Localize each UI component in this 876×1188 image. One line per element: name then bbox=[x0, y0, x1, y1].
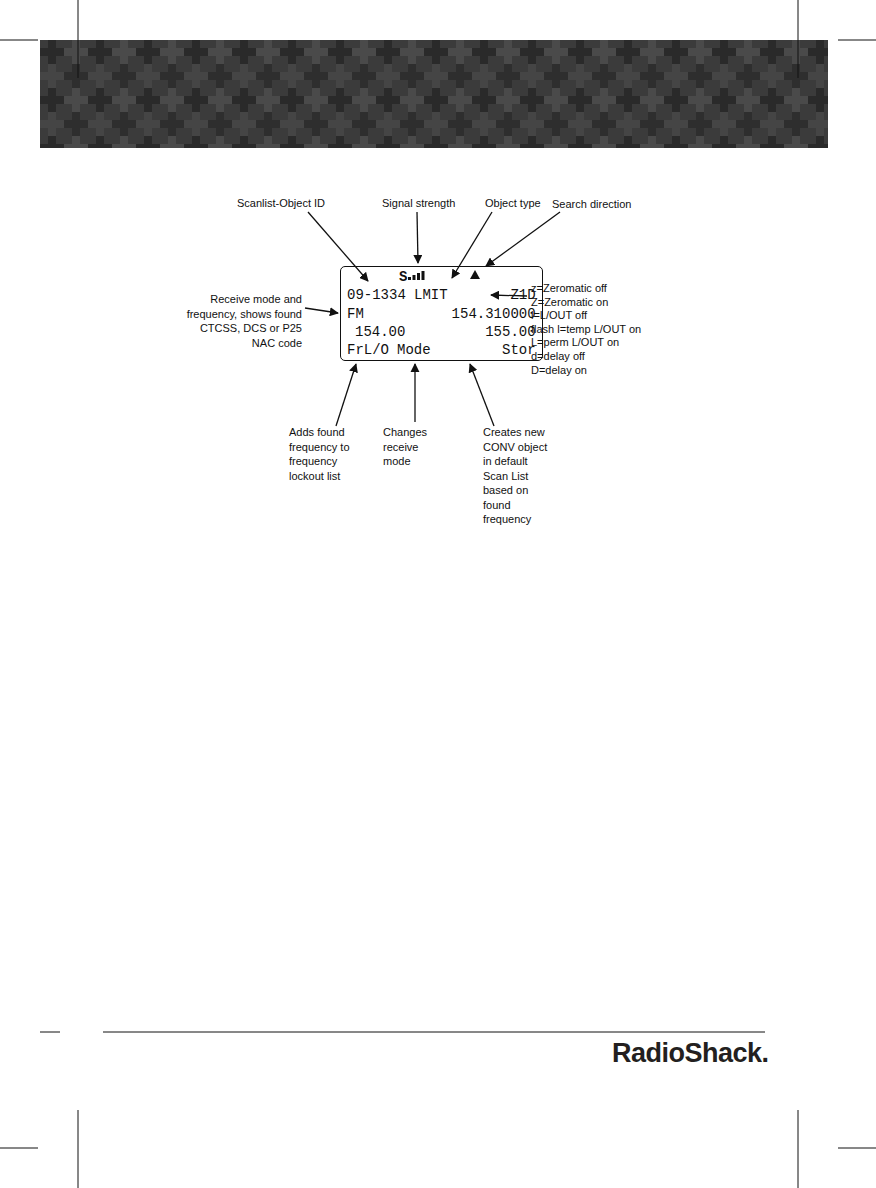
display-text: Mode bbox=[397, 342, 431, 358]
footer-rule bbox=[103, 1032, 765, 1033]
rule-stub bbox=[40, 1032, 60, 1033]
callout-label: z=Zeromatic off bbox=[531, 281, 607, 296]
brand-logo: RadioShack. bbox=[612, 1038, 769, 1069]
callout-label: Adds found frequency to frequency lockou… bbox=[289, 425, 361, 483]
direction-triangle bbox=[470, 270, 480, 279]
callout-label: L=perm L/OUT on bbox=[531, 335, 619, 350]
display-text: FM bbox=[347, 306, 364, 322]
callout-label: Creates new CONV object in default Scan … bbox=[483, 425, 553, 527]
signal-bar bbox=[408, 277, 411, 280]
display-text: S bbox=[399, 269, 407, 285]
callout-label: Object type bbox=[485, 196, 541, 211]
display-text: 154.00 bbox=[355, 324, 405, 340]
callout-label: Receive mode and frequency, shows found … bbox=[184, 292, 302, 350]
display-text: 09-1334 bbox=[347, 287, 406, 303]
callout-label: Search direction bbox=[552, 197, 632, 212]
callout-label: Scanlist-Object ID bbox=[237, 196, 325, 211]
leader-lines bbox=[305, 212, 560, 426]
callout-label: flash l=temp L/OUT on bbox=[531, 322, 641, 337]
callout-label: Changes receive mode bbox=[383, 425, 433, 469]
display-text: LMIT bbox=[414, 287, 448, 303]
callout-label: D=delay on bbox=[531, 363, 587, 378]
signal-bar bbox=[422, 271, 425, 280]
display-text: Stor bbox=[502, 342, 536, 358]
lcd-symbols bbox=[408, 270, 480, 280]
callout-label: Z=Zeromatic on bbox=[531, 295, 608, 310]
callout-label: d=delay off bbox=[531, 349, 585, 364]
signal-bar bbox=[417, 273, 420, 280]
display-text: 154.310000 bbox=[452, 306, 536, 322]
header-band bbox=[40, 40, 828, 148]
callout-label: Signal strength bbox=[382, 196, 455, 211]
display-text: 155.00 bbox=[485, 324, 535, 340]
callout-label: l=L/OUT off bbox=[531, 308, 587, 323]
display-text: FrL/O bbox=[347, 342, 389, 358]
signal-bar bbox=[413, 275, 416, 280]
lcd-display: S09-1334LMITZ1DFM154.310000154.00155.00F… bbox=[340, 266, 543, 361]
